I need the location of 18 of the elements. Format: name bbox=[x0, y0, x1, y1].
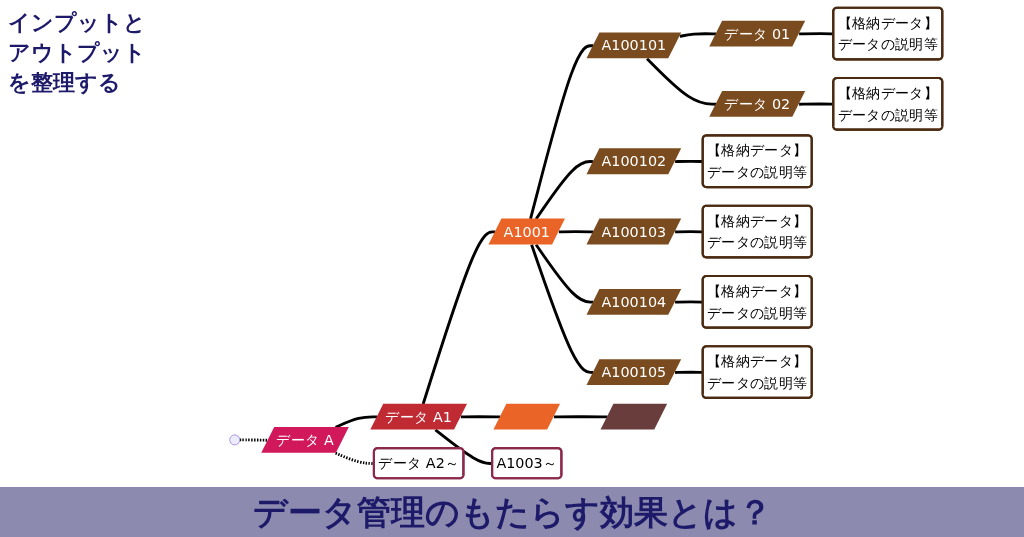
overlay-text: インプットとアウトプットを整理する bbox=[8, 9, 147, 97]
connector bbox=[646, 57, 717, 106]
connector bbox=[534, 243, 594, 304]
connector bbox=[239, 438, 269, 442]
connector bbox=[460, 415, 501, 419]
connector bbox=[434, 428, 493, 465]
connector bbox=[558, 230, 594, 234]
connector bbox=[530, 244, 594, 374]
connector bbox=[679, 32, 717, 38]
connector bbox=[534, 160, 594, 220]
connector bbox=[421, 230, 496, 405]
connector bbox=[553, 415, 608, 419]
connector bbox=[799, 102, 834, 106]
node-picture bbox=[600, 403, 668, 430]
node-picture bbox=[493, 403, 561, 430]
title-banner: データ管理のもたらす効果とは？ bbox=[0, 487, 1024, 537]
connector bbox=[529, 44, 594, 220]
connector bbox=[799, 32, 834, 36]
